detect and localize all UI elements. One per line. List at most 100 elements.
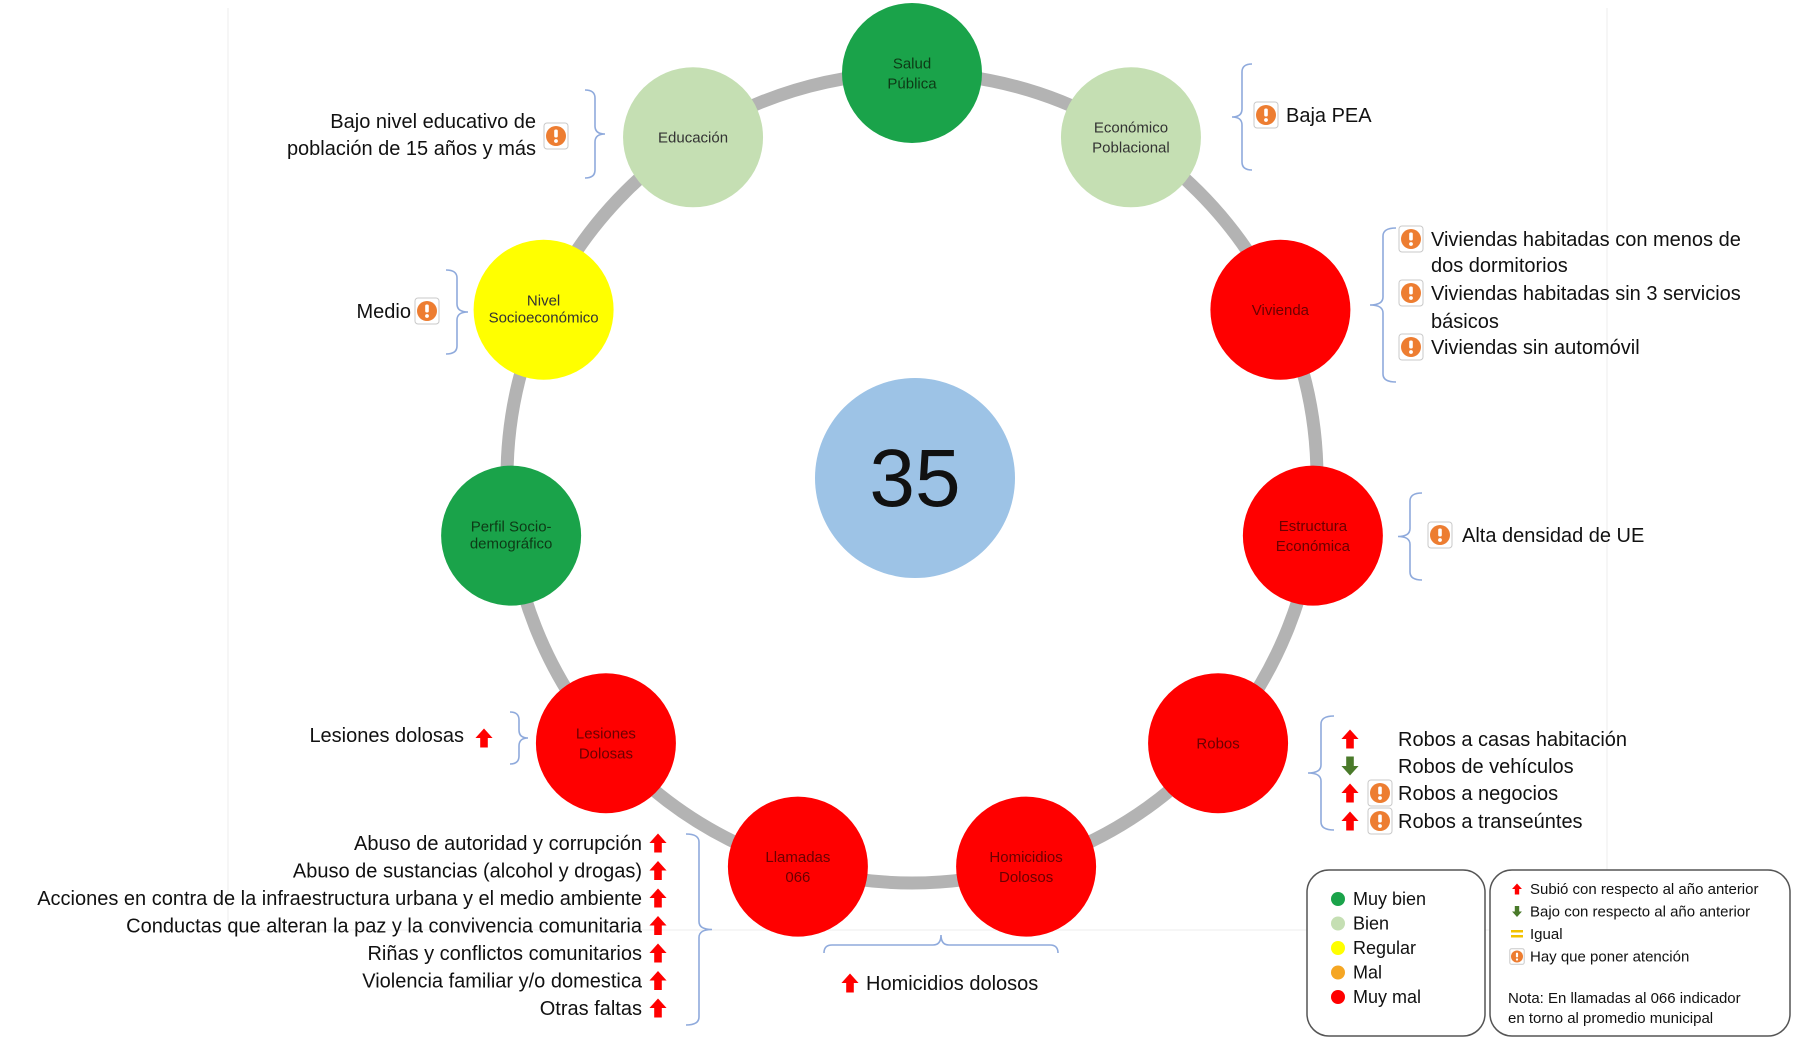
legend-label: Regular bbox=[1353, 938, 1416, 958]
node-circle bbox=[842, 3, 982, 143]
node-label: Pública bbox=[887, 75, 937, 92]
up-arrow-icon bbox=[649, 943, 667, 963]
node-label: Salud bbox=[893, 55, 931, 72]
node-circle bbox=[473, 239, 614, 380]
node-label: Socioeconómico bbox=[489, 309, 599, 326]
attention-icon bbox=[1367, 807, 1393, 835]
node-label: Dolosas bbox=[579, 745, 633, 762]
legend-box bbox=[1489, 869, 1791, 1037]
annotation-text: Robos a transeúntes bbox=[1398, 811, 1583, 833]
annotation-text: Abuso de autoridad y corrupción bbox=[354, 833, 642, 855]
equal-icon bbox=[1511, 930, 1523, 933]
annotation-text: Viviendas sin automóvil bbox=[1431, 337, 1640, 359]
annotation-text: Viviendas habitadas sin 3 servicios bbox=[1431, 283, 1741, 305]
annotation-text: Robos a negocios bbox=[1398, 783, 1558, 805]
attention-icon bbox=[1398, 333, 1424, 361]
annotation-homicidios: Homicidios dolosos bbox=[823, 934, 1059, 995]
legend-label: Subió con respecto al año anterior bbox=[1530, 881, 1758, 898]
legend-dot bbox=[1331, 965, 1345, 980]
node-label: Económica bbox=[1276, 538, 1351, 555]
node-label: Lesiones bbox=[576, 725, 636, 742]
legend-label: Bien bbox=[1353, 914, 1389, 934]
node-label: Económico bbox=[1094, 120, 1168, 137]
annotation-estructura: Alta densidad de UE bbox=[1397, 492, 1644, 581]
annotation-text: Conductas que alteran la paz y la conviv… bbox=[126, 916, 643, 938]
annotation-text: Acciones en contra de la infraestructura… bbox=[37, 888, 642, 910]
node-label: Perfil Socio- bbox=[471, 518, 552, 535]
node-label: Educación bbox=[658, 130, 728, 147]
attention-icon bbox=[1427, 521, 1453, 549]
node-label: Vivienda bbox=[1252, 302, 1310, 319]
bracket bbox=[823, 934, 1059, 954]
bracket bbox=[1231, 63, 1253, 171]
node-circle bbox=[1242, 465, 1383, 606]
annotation-text: Otras faltas bbox=[540, 998, 642, 1020]
node-label: 066 bbox=[785, 869, 810, 886]
attention-icon bbox=[543, 122, 569, 150]
annotation-text: Abuso de sustancias (alcohol y drogas) bbox=[293, 861, 642, 883]
bracket bbox=[445, 269, 469, 355]
up-arrow-icon bbox=[649, 971, 667, 990]
up-arrow-icon bbox=[649, 888, 667, 908]
legend-label: Muy mal bbox=[1353, 987, 1421, 1007]
annotation-text: dos dormitorios bbox=[1431, 255, 1568, 277]
up-arrow-icon bbox=[649, 833, 667, 853]
node-label: Dolosos bbox=[999, 869, 1053, 886]
legend-box bbox=[1306, 869, 1486, 1037]
node-perfil-sociodemografico: Perfil Socio-demográfico bbox=[441, 465, 582, 606]
attention-icon bbox=[1398, 225, 1424, 253]
annotation-economico: Baja PEA bbox=[1231, 63, 1372, 171]
node-circle bbox=[956, 796, 1097, 937]
center-value: 35 bbox=[869, 433, 960, 524]
down-arrow-icon bbox=[1512, 906, 1522, 917]
annotation-lesiones: Lesiones dolosas bbox=[309, 711, 529, 765]
node-label: Estructura bbox=[1279, 518, 1348, 535]
bracket bbox=[1369, 227, 1397, 383]
equal-icon bbox=[1511, 935, 1523, 938]
attention-icon bbox=[1398, 279, 1424, 307]
up-arrow-icon bbox=[1341, 811, 1359, 831]
node-vivienda: Vivienda bbox=[1210, 239, 1351, 380]
annotation-text: Medio bbox=[357, 301, 411, 323]
attention-icon bbox=[414, 297, 440, 325]
up-arrow-icon bbox=[1341, 729, 1359, 749]
annotation-text: Alta densidad de UE bbox=[1462, 525, 1644, 547]
up-arrow-icon bbox=[649, 861, 667, 880]
down-arrow-icon bbox=[1341, 756, 1359, 776]
legend-label: Mal bbox=[1353, 963, 1382, 983]
center-circle bbox=[815, 378, 1015, 578]
node-label: Nivel bbox=[527, 292, 560, 309]
annotation-text: Bajo nivel educativo de bbox=[330, 111, 536, 133]
node-circle bbox=[441, 465, 582, 606]
annotation-nivel: Medio bbox=[357, 269, 469, 355]
annotation-text: Riñas y conflictos comunitarios bbox=[367, 943, 642, 965]
up-arrow-icon bbox=[475, 728, 493, 748]
node-label: Robos bbox=[1196, 735, 1239, 752]
legend-label: Bajo con respecto al año anterior bbox=[1530, 904, 1750, 921]
annotation-text: Baja PEA bbox=[1286, 105, 1372, 127]
annotation-text: Lesiones dolosas bbox=[309, 725, 464, 747]
up-arrow-icon bbox=[649, 916, 667, 935]
legend-note: en torno al promedio municipal bbox=[1508, 1010, 1713, 1027]
node-label: Llamadas bbox=[765, 849, 830, 866]
node-label: Homicidios bbox=[989, 849, 1062, 866]
node-circle bbox=[623, 67, 764, 208]
node-circle bbox=[1060, 67, 1201, 208]
up-arrow-icon bbox=[1341, 783, 1359, 803]
center-score: 35 bbox=[815, 378, 1015, 578]
attention-icon bbox=[1367, 779, 1393, 807]
